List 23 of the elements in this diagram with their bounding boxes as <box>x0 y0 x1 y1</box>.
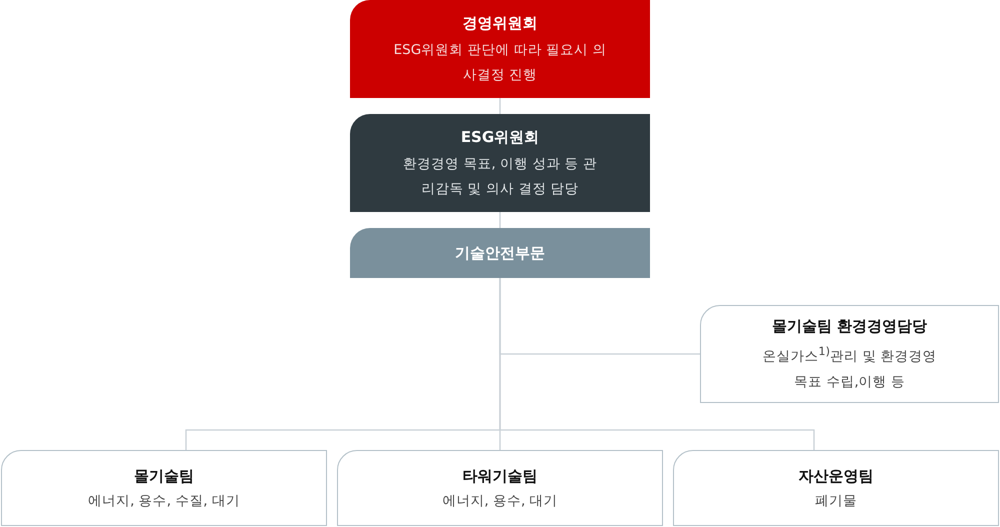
box-title: 자산운영팀 <box>798 466 874 486</box>
box-description: 에너지, 용수, 대기 <box>442 492 558 510</box>
team-box <box>337 450 663 526</box>
box-title: 몰기술팀 환경경영담당 <box>772 316 928 338</box>
connector-line <box>499 98 501 114</box>
division-box <box>350 228 650 278</box>
committee-box <box>350 0 650 98</box>
connector-line <box>499 278 815 450</box>
box-description: ESG위원회 판단에 따라 필요시 의사결정 진행 <box>392 41 608 85</box>
box-description: 온실가스$^{1)}$관리 및 환경경영 목표 수립,이행 등 <box>761 344 938 392</box>
team-box <box>673 450 999 526</box>
box-title: 기술안전부문 <box>455 243 545 264</box>
team-box <box>1 450 327 526</box>
box-title: 몰기술팀 <box>134 466 194 486</box>
box-description: 환경경영 목표, 이행 성과 등 관리감독 및 의사 결정 담당 <box>402 155 598 199</box>
box-description: 폐기물 <box>815 492 857 510</box>
committee-box <box>350 114 650 212</box>
team-box <box>700 305 999 403</box>
connector-line <box>499 212 501 228</box>
box-title: 타워기술팀 <box>462 466 538 486</box>
box-title: ESG위원회 <box>460 127 540 148</box>
box-title: 경영위원회 <box>462 13 538 34</box>
box-description: 에너지, 용수, 수질, 대기 <box>88 492 240 510</box>
